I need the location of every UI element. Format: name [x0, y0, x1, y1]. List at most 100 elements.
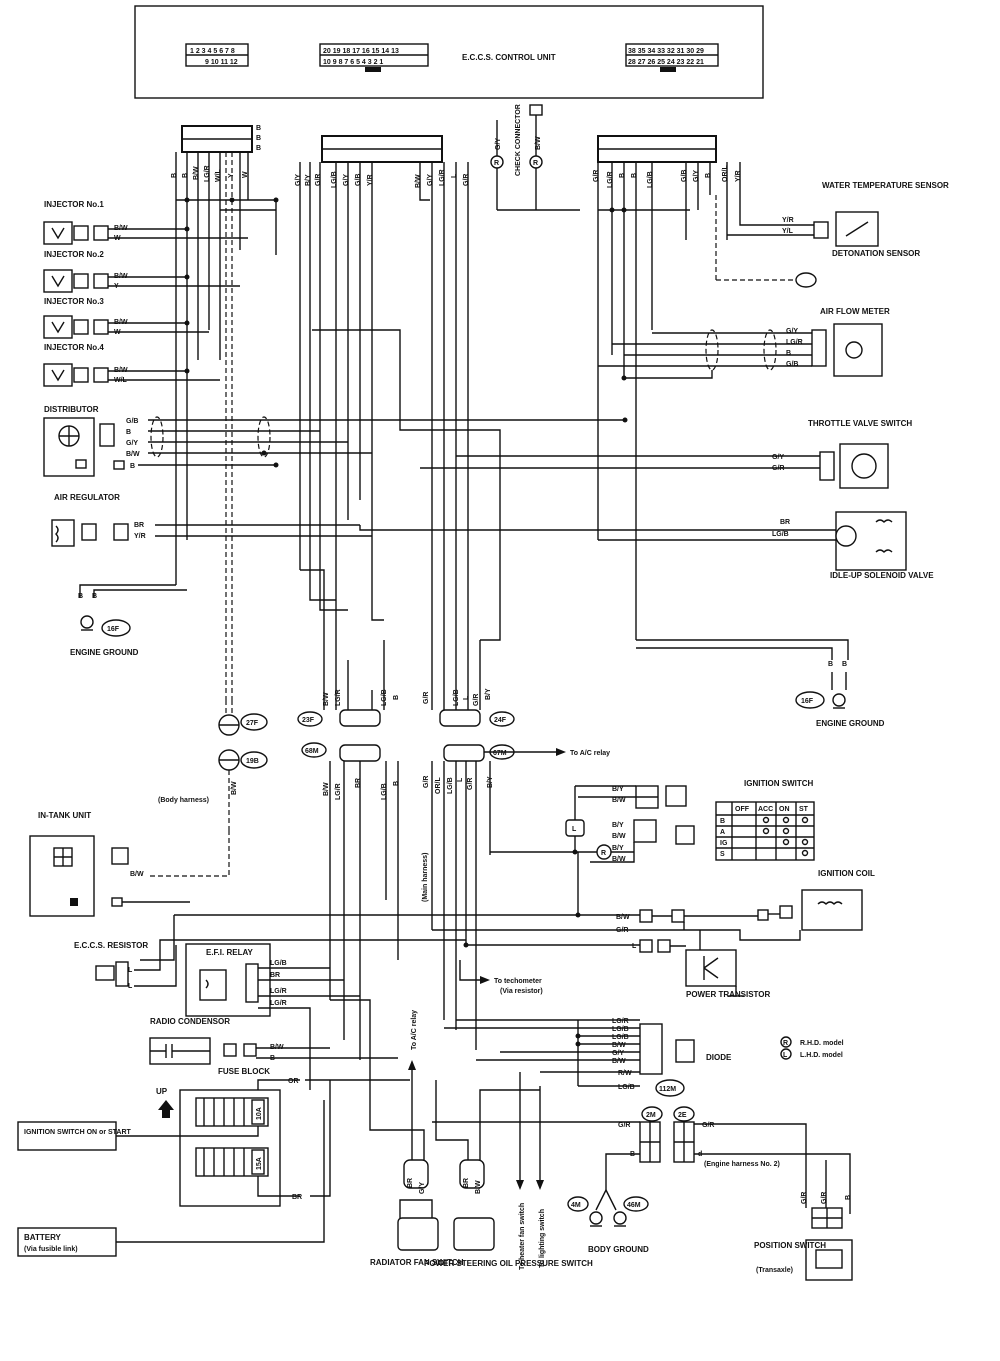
air-regulator: AIR REGULATOR BR Y/R: [51, 493, 372, 547]
conn-4m: 4M: [571, 1202, 581, 1209]
ecu-title: E.C.C.S. CONTROL UNIT: [462, 53, 556, 62]
ignition-on-box: IGNITION SWITCH ON or START: [17, 1121, 132, 1151]
lbl-gy-1: G/Y: [295, 174, 302, 186]
fuse-block-label: FUSE BLOCK: [218, 1067, 270, 1076]
engine-harness2: (Engine harness No. 2): [704, 1161, 780, 1168]
check-connector: R R G/Y B/W CHECK CONNECTOR: [490, 104, 543, 210]
injector4-label: INJECTOR No.4: [44, 343, 104, 352]
ps-gr1: G/R: [801, 1192, 808, 1204]
position-switch-label: POSITION SWITCH: [754, 1241, 826, 1250]
tacho-text: To techometer: [494, 978, 542, 985]
efi-br: BR: [270, 972, 280, 979]
injector1-label: INJECTOR No.1: [44, 200, 104, 209]
wire-b-top3: B: [256, 145, 261, 152]
ign-coil-label: IGNITION COIL: [818, 869, 875, 878]
m-gr-1: G/R: [423, 692, 430, 704]
ps-br: BR: [463, 1178, 470, 1188]
conn-112m: 112M: [659, 1086, 676, 1093]
battery-sub: (Via fusible link): [24, 1246, 78, 1253]
dist-b2: B: [130, 463, 135, 470]
ecu-conn-right-top: 38 35 34 33 32 31 30 29: [628, 48, 704, 55]
throttle-valve-switch: THROTTLE VALVE SWITCH G/Y G/R: [420, 419, 912, 489]
radio-condensor-label: RADIO CONDENSOR: [150, 1017, 230, 1026]
lbl-orl-1: OR/L: [722, 165, 729, 182]
m-l-2: L: [457, 777, 464, 782]
m-lgr-2: LG/R: [335, 783, 342, 800]
ecu-conn-left-bot: 9 10 11 12: [205, 59, 238, 66]
m-orl-1: OR/L: [435, 777, 442, 794]
leg-lhd: L.H.D. model: [800, 1052, 843, 1059]
engine-ground-label-right: ENGINE GROUND: [816, 719, 885, 728]
fuse-block: FUSE BLOCK 10A 15A OR BR UP: [116, 1067, 410, 1207]
dio-rw: R/W: [618, 1070, 632, 1077]
efi-lgr2: LG/R: [270, 1000, 287, 1007]
lbl-yr-2: Y/R: [735, 170, 742, 182]
ignition-coil: IGNITION COIL: [757, 869, 875, 931]
eccs-resistor-label: E.C.C.S. RESISTOR: [74, 941, 148, 950]
model-legend: R R.H.D. model L L.H.D. model: [780, 1036, 844, 1060]
lbl-l-1: L: [451, 173, 458, 178]
res-l1: L: [128, 967, 133, 974]
harness-connectors-top: B B B: [181, 125, 717, 163]
lbl-b-1: B: [171, 173, 178, 178]
relay-bw2: B/W: [612, 833, 626, 840]
water-temp-label: WATER TEMPERATURE SENSOR: [822, 181, 949, 190]
efi-relay-label: E.F.I. RELAY: [206, 948, 253, 957]
conn-2m: 2M: [646, 1112, 656, 1119]
fuse-10a: 10A: [256, 1107, 263, 1120]
check-r2: R: [533, 160, 538, 167]
c2-gr1: G/R: [618, 1122, 630, 1129]
dio-bw: B/W: [612, 1042, 626, 1049]
rf-br: BR: [407, 1178, 414, 1188]
idle-up-solenoid-valve: BR LG/B IDLE-UP SOLENOID VALVE: [359, 511, 934, 580]
wire-b-top1: B: [256, 125, 261, 132]
detonation-label: DETONATION SENSOR: [832, 249, 920, 258]
eccs-resistor: E.C.C.S. RESISTOR L L: [74, 939, 466, 990]
wt-yl: Y/L: [782, 228, 794, 235]
dist-b: B: [126, 429, 131, 436]
dist-gy: G/Y: [126, 440, 138, 447]
ps-brw: B/W: [475, 1180, 482, 1194]
lbl-yr-1: Y/R: [367, 174, 374, 186]
lighting-text: To lighting switch: [539, 1209, 546, 1268]
wt-yr: Y/R: [782, 217, 794, 224]
check-gy: G/Y: [495, 138, 502, 150]
lbl-bw-1: B/W: [193, 166, 200, 180]
fuse-br: BR: [292, 1194, 302, 1201]
m-b-2: B: [393, 781, 400, 786]
m-gr-3: G/R: [423, 776, 430, 788]
wire-b-top2: B: [256, 135, 261, 142]
throttle-label: THROTTLE VALVE SWITCH: [808, 419, 912, 428]
ps-label: POWER STEERING OIL PRESSURE SWITCH: [424, 1259, 593, 1268]
m-gr-2: G/R: [473, 694, 480, 706]
in-tank-label: IN-TANK UNIT: [38, 811, 91, 820]
position-switch-sub: (Transaxle): [756, 1267, 793, 1274]
afm-gy: G/Y: [786, 328, 798, 335]
dio-lgr: LG/R: [612, 1018, 629, 1025]
injector-no2: INJECTOR No.2 B/W Y: [43, 250, 240, 293]
tvs-gy: G/Y: [772, 454, 784, 461]
eg-b1: B: [78, 593, 83, 600]
power-transistor: POWER TRANSISTOR: [685, 949, 771, 999]
tacho-sub: (Via resistor): [500, 988, 543, 995]
conn-19b: 19B: [246, 758, 259, 765]
power-steering-switch: BR B/W POWER STEERING OIL PRESSURE SWITC…: [424, 1080, 593, 1268]
detonation-sensor: DETONATION SENSOR: [715, 195, 920, 288]
diode-block: DIODE LG/R LG/B LG/B B/W G/Y B/W R/W LG/…: [444, 1018, 732, 1097]
m-br-1: BR: [355, 778, 362, 788]
ign-row-b: B: [720, 818, 725, 825]
afm-lgr: LG/R: [786, 339, 803, 346]
lbl-lgb-1: LG/B: [331, 171, 338, 188]
conn-24f: 24F: [494, 717, 507, 724]
radio-condensor: RADIO CONDENSOR B/W B: [149, 1017, 398, 1065]
power-transistor-label: POWER TRANSISTOR: [686, 990, 771, 999]
relay-by3: B/Y: [612, 845, 624, 852]
res-l2: L: [128, 983, 133, 990]
relay-r: R: [601, 850, 606, 857]
main-wires: [175, 152, 741, 700]
eg-b2: B: [92, 593, 97, 600]
m-lgr-1: LG/R: [335, 689, 342, 706]
conn-16f-right: 16F: [801, 698, 814, 705]
lbl-lgr-1: LG/R: [204, 165, 211, 182]
isv-br: BR: [780, 519, 790, 526]
